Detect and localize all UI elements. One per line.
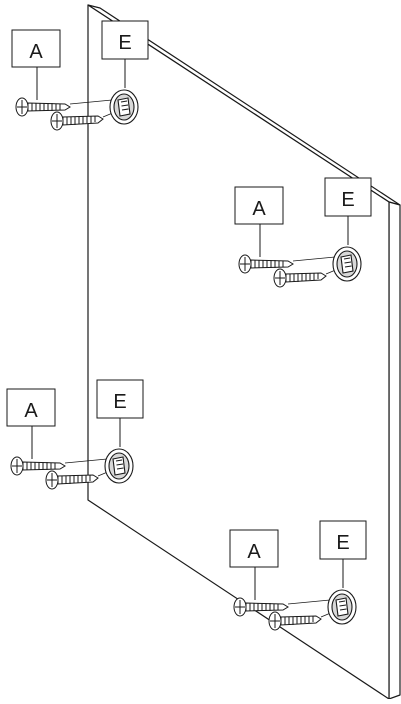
- fitting-group-top-left: A E: [11, 20, 149, 131]
- screw-icon: [15, 97, 71, 117]
- fitting-group-bottom-right: A E: [229, 520, 367, 631]
- screw-icon: [233, 597, 289, 617]
- label-cam: E: [113, 391, 126, 413]
- label-screw: A: [29, 41, 43, 63]
- label-box-screw: [6, 388, 56, 427]
- connector-line: [292, 256, 336, 262]
- label-screw: A: [24, 400, 38, 422]
- panel: [87, 4, 401, 700]
- screw-icon: [45, 470, 99, 490]
- label-box-screw: [11, 29, 61, 68]
- cam-fitting-icon: [109, 89, 139, 125]
- screw-icon: [238, 254, 294, 274]
- connector-line: [64, 458, 108, 464]
- cam-fitting-icon: [332, 246, 362, 282]
- label-box-cam: [324, 177, 372, 217]
- fitting-group-lower-left: A E: [6, 379, 144, 490]
- cam-fitting-icon: [327, 589, 357, 625]
- connector-line: [287, 599, 331, 605]
- label-box-cam: [101, 20, 149, 60]
- label-box-cam: [319, 520, 367, 560]
- fitting-group-upper-right: A E: [234, 177, 372, 288]
- screw-icon: [50, 111, 104, 131]
- label-box-cam: [96, 379, 144, 419]
- label-cam: E: [118, 32, 131, 54]
- label-box-screw: [229, 529, 279, 568]
- screw-icon: [273, 268, 327, 288]
- label-cam: E: [341, 189, 354, 211]
- panel-right-edge: [388, 201, 401, 700]
- label-screw: A: [247, 541, 261, 563]
- label-box-screw: [234, 186, 284, 225]
- screw-icon: [268, 611, 322, 631]
- label-cam: E: [336, 532, 349, 554]
- cam-fitting-icon: [104, 448, 134, 484]
- label-screw: A: [252, 198, 266, 220]
- screw-icon: [10, 456, 66, 476]
- connector-line: [69, 99, 113, 105]
